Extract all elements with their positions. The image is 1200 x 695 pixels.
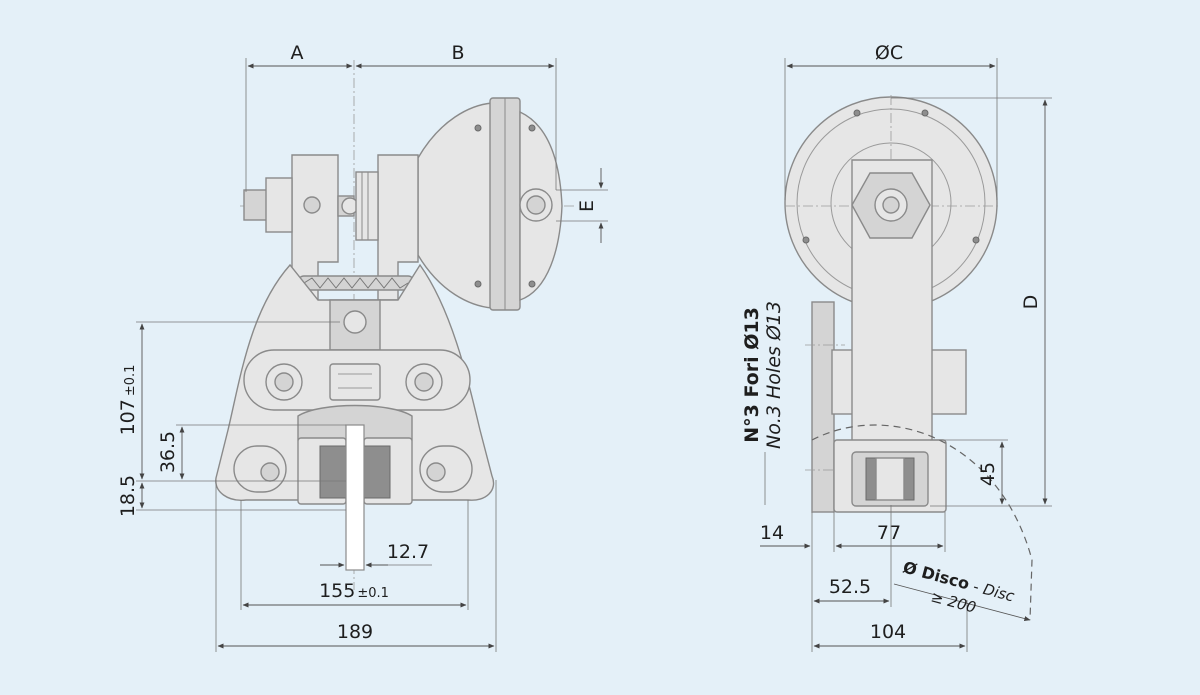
dim-b-label: B xyxy=(451,42,464,64)
caliper-body xyxy=(215,263,495,501)
dim-104-label: 104 xyxy=(870,621,906,643)
side-pad-housing xyxy=(833,439,947,513)
dim-107-label: 107±0.1 xyxy=(117,365,139,436)
disc-outline-arc xyxy=(811,424,1033,621)
brake-pads xyxy=(297,437,413,505)
dim-77-label: 77 xyxy=(877,522,901,544)
dim-18-5-label: 18.5 xyxy=(117,475,139,517)
side-view: ØC D N°3 Fori Ø13 No.3 Holes Ø13 45 14 7… xyxy=(741,42,1052,652)
dim-12-7-label: 12.7 xyxy=(387,541,429,563)
holes-note-it: N°3 Fori Ø13 xyxy=(741,307,763,443)
dim-c-label: ØC xyxy=(875,42,903,64)
dim-d-label: D xyxy=(1020,295,1042,310)
dim-36-5-label: 36.5 xyxy=(157,431,179,473)
brake-disc xyxy=(345,424,365,571)
dim-155-label: 155±0.1 xyxy=(319,580,389,602)
adjusting-bolt xyxy=(243,171,379,241)
dim-45-label: 45 xyxy=(977,462,999,486)
dim-189-label: 189 xyxy=(337,621,373,643)
front-view: A B E 107±0.1 36.5 18.5 12.7 155±0.1 xyxy=(117,42,608,652)
spring xyxy=(297,275,415,291)
dim-a-label: A xyxy=(291,42,304,64)
dim-e-label: E xyxy=(576,200,598,212)
dim-52-5-label: 52.5 xyxy=(829,576,871,598)
left-lever xyxy=(291,154,339,301)
actuator-housing xyxy=(417,97,563,311)
holes-note-en: No.3 Holes Ø13 xyxy=(763,301,785,449)
dim-14-label: 14 xyxy=(760,522,784,544)
